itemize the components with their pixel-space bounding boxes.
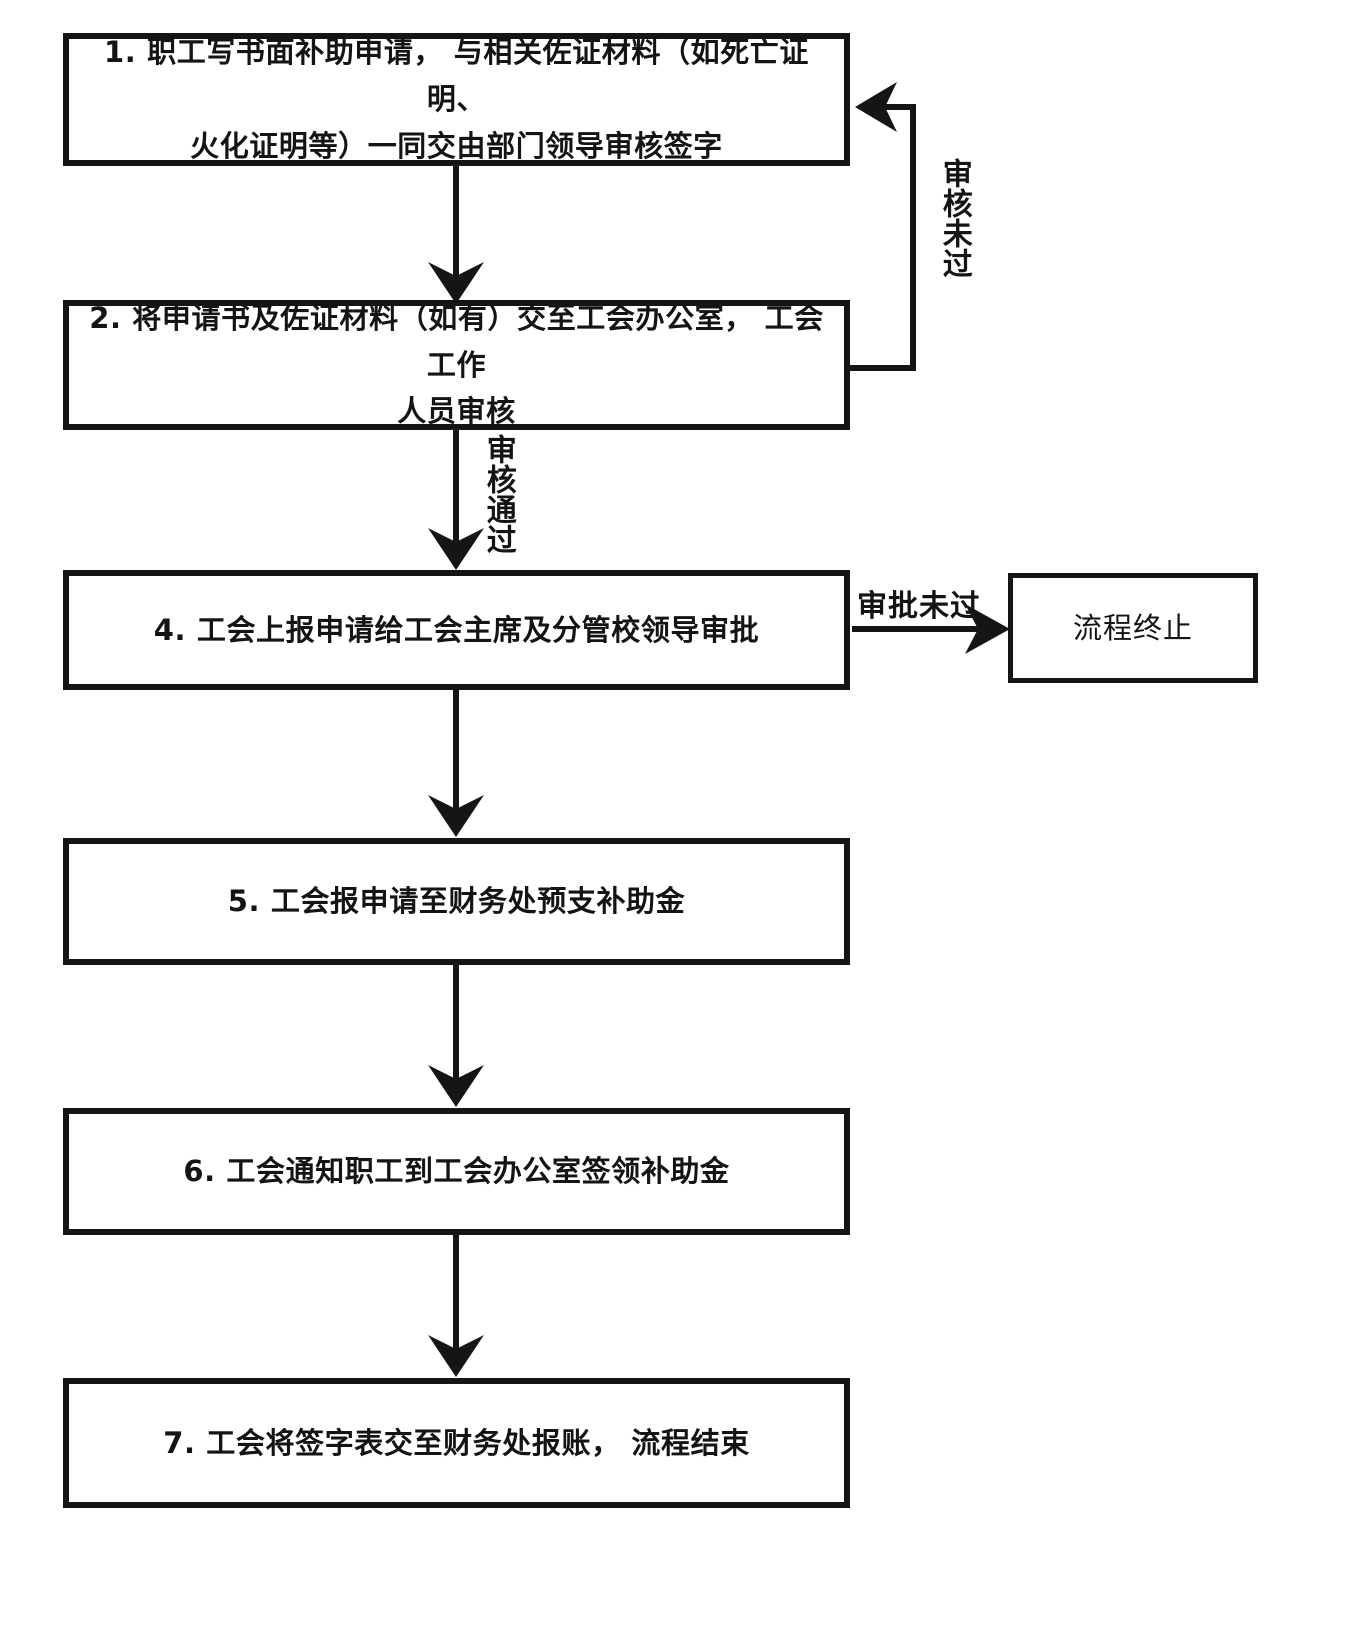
arrow-left-feedback-icon [855, 82, 897, 132]
process-box-step5-label: 5. 工会报申请至财务处预支补助金 [227, 884, 686, 919]
arrow-down-step1-step2-icon [428, 262, 484, 304]
process-box-step2[interactable]: 2. 将申请书及佐证材料（如有）交至工会办公室， 工会工作 人员审核 [63, 300, 850, 430]
process-box-step6-label: 6. 工会通知职工到工会办公室签领补助金 [183, 1154, 730, 1189]
arrow-down-step5-step6-icon [428, 1065, 484, 1107]
process-box-step1[interactable]: 1. 职工写书面补助申请， 与相关佐证材料（如死亡证明、 火化证明等）一同交由部… [63, 33, 850, 166]
feedback-loop-bottom-segment [850, 365, 916, 371]
connector-step4-step5-line [453, 690, 459, 812]
arrow-down-step2-step4-icon [428, 528, 484, 570]
edge-label-review-failed: 审核未过 [936, 158, 972, 278]
process-box-step4[interactable]: 4. 工会上报申请给工会主席及分管校领导审批 [63, 570, 850, 690]
edge-label-review-passed: 审核通过 [480, 434, 516, 554]
process-box-terminate-label: 流程终止 [1072, 610, 1193, 645]
process-box-step7-label: 7. 工会将签字表交至财务处报账， 流程结束 [163, 1425, 750, 1460]
arrow-right-terminate-icon [965, 604, 1010, 654]
edge-label-approval-failed: 审批未过 [857, 589, 981, 624]
process-box-step1-label: 1. 职工写书面补助申请， 与相关佐证材料（如死亡证明、 火化证明等）一同交由部… [104, 35, 809, 163]
process-box-step7[interactable]: 7. 工会将签字表交至财务处报账， 流程结束 [63, 1378, 850, 1508]
process-box-terminate[interactable]: 流程终止 [1008, 573, 1258, 683]
process-box-step4-label: 4. 工会上报申请给工会主席及分管校领导审批 [153, 612, 760, 647]
process-box-step6[interactable]: 6. 工会通知职工到工会办公室签领补助金 [63, 1108, 850, 1235]
connector-step2-step4-line [453, 430, 459, 545]
connector-step5-step6-line [453, 964, 459, 1082]
connector-step6-step7-line [453, 1234, 459, 1352]
arrow-down-step4-step5-icon [428, 795, 484, 837]
process-box-step2-label: 2. 将申请书及佐证材料（如有）交至工会办公室， 工会工作 人员审核 [89, 300, 824, 429]
process-box-step5[interactable]: 5. 工会报申请至财务处预支补助金 [63, 838, 850, 965]
feedback-loop-top-segment [876, 104, 914, 110]
arrow-down-step6-step7-icon [428, 1335, 484, 1377]
connector-step1-step2-line [453, 166, 459, 278]
connector-step4-terminate-line [852, 626, 978, 632]
feedback-loop-right-segment [910, 104, 916, 371]
